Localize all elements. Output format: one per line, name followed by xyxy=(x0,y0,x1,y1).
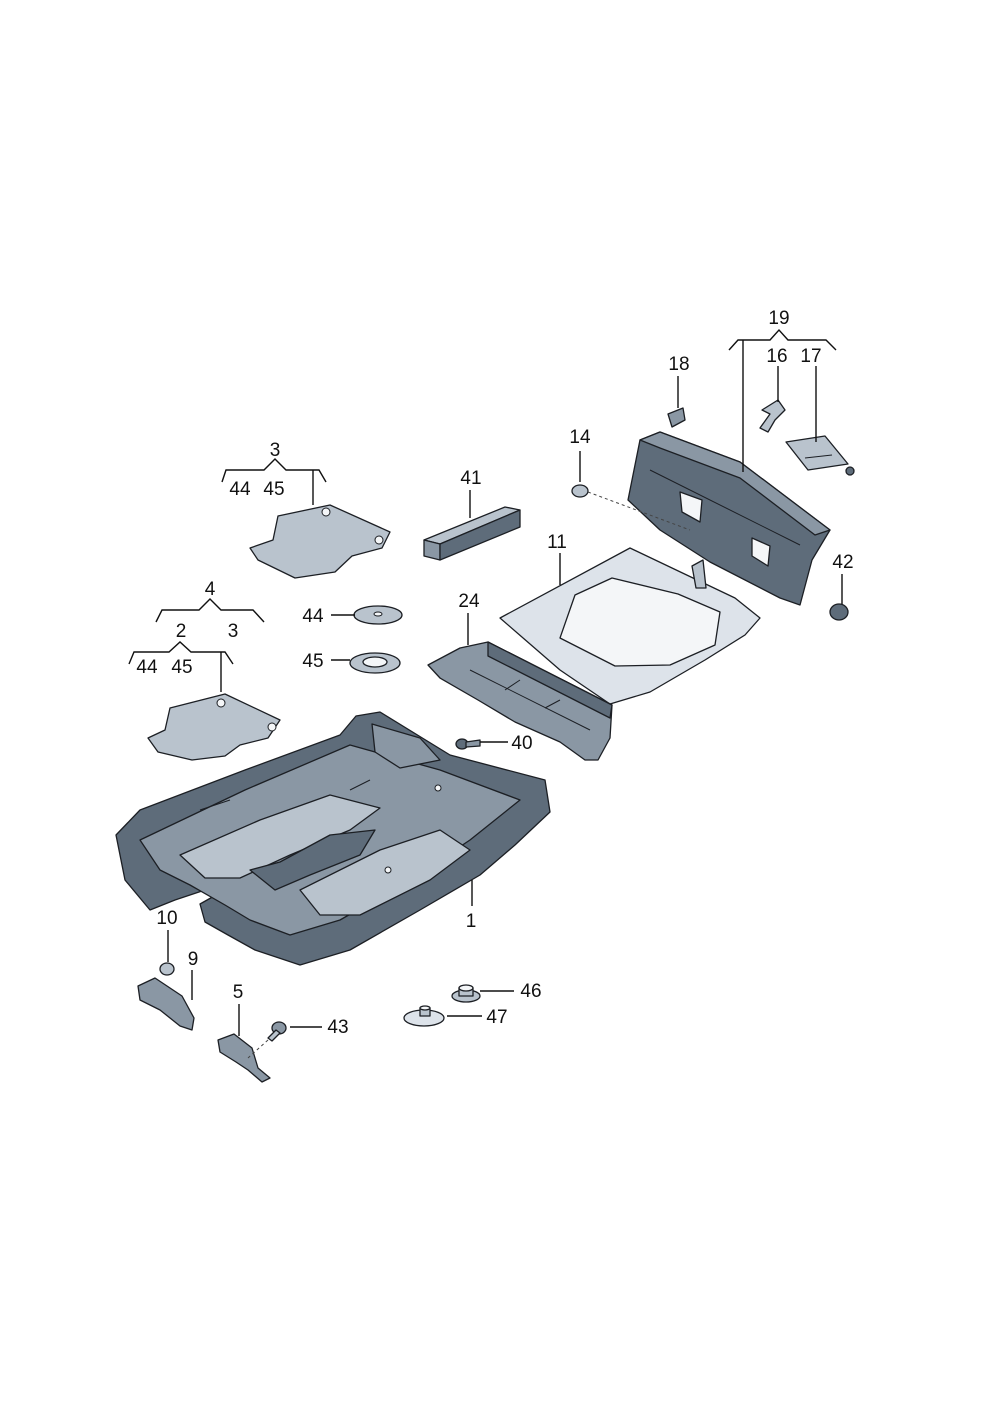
nut-10 xyxy=(159,962,175,976)
callout-41: 41 xyxy=(460,468,481,489)
callout-14: 14 xyxy=(569,427,591,448)
washer-flat xyxy=(353,605,403,625)
callout-43: 43 xyxy=(327,1017,348,1038)
callout-1: 1 xyxy=(466,911,477,932)
callout-44-upper: 44 xyxy=(229,479,251,500)
callout-44-lower: 44 xyxy=(136,657,158,678)
bracket-9 xyxy=(137,977,195,1031)
callout-16: 16 xyxy=(766,346,787,367)
screw-40 xyxy=(455,738,481,750)
callout-45-lower: 45 xyxy=(171,657,192,678)
callout-47: 47 xyxy=(486,1007,507,1028)
floor-mat-upper xyxy=(249,504,391,579)
callout-11: 11 xyxy=(547,532,567,553)
plug-14 xyxy=(571,484,691,531)
base-47 xyxy=(403,1005,445,1027)
callout-24: 24 xyxy=(458,591,480,612)
bracket-5 xyxy=(217,1033,271,1083)
callout-40: 40 xyxy=(511,733,532,754)
callout-5: 5 xyxy=(233,982,244,1003)
callout-3-upper: 3 xyxy=(270,440,281,461)
callout-10: 10 xyxy=(156,908,177,929)
callout-3-lower: 3 xyxy=(228,621,239,642)
callout-9: 9 xyxy=(188,949,199,970)
foam-block xyxy=(423,506,521,561)
callout-19: 19 xyxy=(768,308,789,329)
retainer-16 xyxy=(759,399,786,433)
clip-18 xyxy=(667,407,686,428)
cross-trim xyxy=(427,641,613,761)
cover-17 xyxy=(785,435,855,476)
callout-44-washer: 44 xyxy=(302,606,324,627)
main-floor-carpet xyxy=(115,711,551,966)
callout-42: 42 xyxy=(832,552,853,573)
callout-2: 2 xyxy=(176,621,187,642)
bolt-43 xyxy=(247,1021,287,1059)
callout-4: 4 xyxy=(205,579,216,600)
callout-45-upper: 45 xyxy=(263,479,284,500)
washer-ring xyxy=(349,652,401,674)
callout-46: 46 xyxy=(520,981,541,1002)
nut-42 xyxy=(829,603,849,621)
rear-panel-trim xyxy=(627,431,831,606)
trunk-mat xyxy=(499,547,761,705)
floor-mat-lower xyxy=(147,693,281,761)
fastener-46 xyxy=(451,984,481,1003)
callout-17: 17 xyxy=(800,346,821,367)
callout-18: 18 xyxy=(668,354,689,375)
callout-45-washer: 45 xyxy=(302,651,323,672)
